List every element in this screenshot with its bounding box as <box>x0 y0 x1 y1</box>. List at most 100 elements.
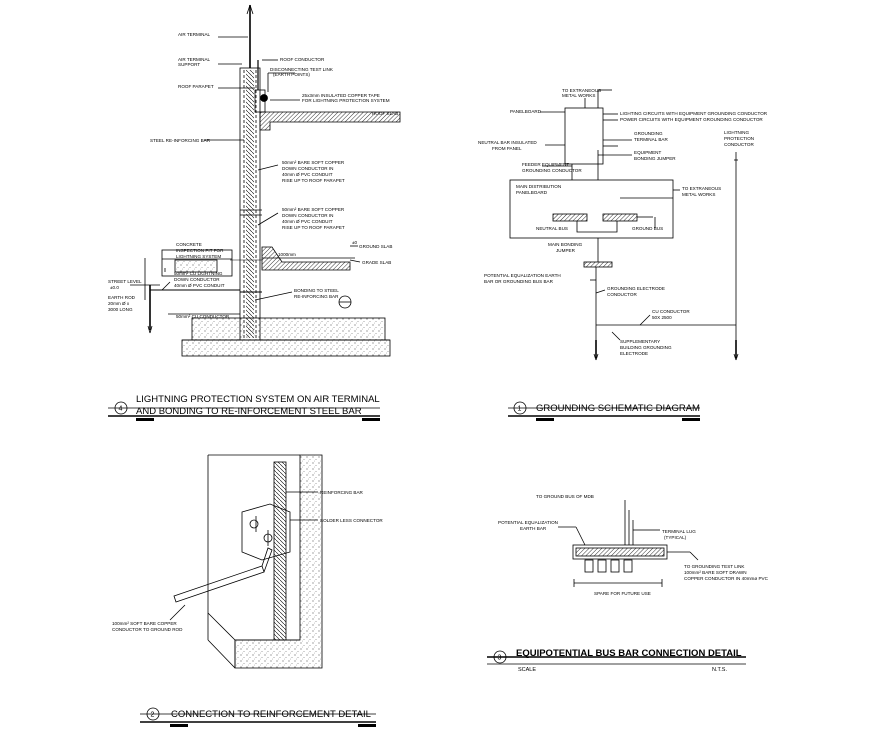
label-earth-rod: EARTH ROD <box>108 295 136 300</box>
label-feeder-equipment-2: GROUNDING CONDUCTOR <box>522 168 582 173</box>
detail-3-scale-value: N.T.S. <box>712 667 727 673</box>
label-grounding-terminal-2: TERMINAL BAR <box>634 137 668 142</box>
label-power-circuits: POWER CIRCUITS WITH EQUIPMENT GROUNDING … <box>620 117 763 122</box>
label-ground-slab: GROUND SLAB <box>359 244 392 249</box>
label-cu-conductor-2: 50X 2500 <box>652 315 672 320</box>
label-cu-conductor: CU CONDUCTOR <box>652 309 690 314</box>
label-equipment-jumper-2: BONDING JUMPER <box>634 156 676 161</box>
label-equalization-bar: POTENTIAL EQUALIZATION <box>498 520 558 525</box>
label-grade-slab: GRADE SLAB <box>362 260 391 265</box>
label-lp-conductor-3: CONDUCTOR <box>724 142 754 147</box>
label-grounding-electrode-2: CONDUCTOR <box>607 292 637 297</box>
label-copper-tape: 25x3mm INSULATED COPPER TAPE <box>302 93 380 98</box>
detail-1-title: GROUNDING SCHEMATIC DIAGRAM <box>536 403 700 414</box>
label-inspection-pit-3: LIGHTNING SYSTEM <box>176 254 221 259</box>
label-test-link-3: COPPER CONDUCTOR IN 40mmø PVC <box>684 576 769 581</box>
label-supplementary-electrode-3: ELECTRODE <box>620 351 648 356</box>
label-level-mark: ±0 <box>352 240 358 245</box>
label-grounding-electrode: GROUNDING ELECTRODE <box>607 286 665 291</box>
label-cu-conductor: 50mm² CU CONDUCTOR <box>176 314 230 319</box>
label-bare-copper-b: 50mm² BARE SOFT COPPER <box>282 207 345 212</box>
detail-1-grounding-schematic <box>509 89 739 361</box>
detail-4-number: 4 <box>119 406 123 413</box>
label-steel-bar: STEEL RE-INFORCING BAR <box>150 138 211 143</box>
label-reinforcing-bar: REINFORCING BAR <box>320 490 364 495</box>
detail-3-title: EQUIPOTENTIAL BUS BAR CONNECTION DETAIL <box>516 648 742 659</box>
label-to-extraneous-right-2: METAL WORKS <box>682 192 715 197</box>
label-to-extraneous-top-2: METAL WORKS <box>562 93 595 98</box>
label-lp-conductor-2: PROTECTION <box>724 136 754 141</box>
label-earth-rod-3: 3000 LONG <box>108 307 133 312</box>
label-main-distribution-2: PANELBOARD <box>516 190 548 195</box>
detail-3-number: 3 <box>498 655 502 662</box>
label-cu-lightning: 50mm² CU LIGHTNING <box>174 271 223 276</box>
detail-4-title-line2: AND BONDING TO RE-INFORCEMENT STEEL BAR <box>136 406 362 417</box>
panelboard-box <box>564 107 604 165</box>
label-test-link-2: (EARTH POINTS) <box>273 72 310 77</box>
main-distribution-box <box>509 179 674 239</box>
label-test-link: TO GROUNDING TEST LINK <box>684 564 745 569</box>
label-lp-conductor: LIGHTNING <box>724 130 749 135</box>
label-dimension: 1000mm <box>278 252 296 257</box>
label-to-ground-bus: TO GROUND BUS OF MDB <box>536 494 594 499</box>
label-test-link: DISCONNECTING TEST LINK <box>270 67 334 72</box>
label-cu-lightning-3: 40mm Ø PVC CONDUIT <box>174 283 225 288</box>
label-solder-less: SOLDER LESS CONNECTOR <box>320 518 383 523</box>
label-supplementary-electrode: SUPPLEMENTARY <box>620 339 660 344</box>
detail-2-connection-reinforcement <box>169 454 323 669</box>
label-air-terminal-support: AIR TERMINAL <box>178 57 211 62</box>
copper-conductor <box>173 565 265 603</box>
detail-2-title-block: 2 CONNECTION TO REINFORCEMENT DETAIL <box>140 707 376 727</box>
label-bare-copper-a: 50mm² BARE SOFT COPPER <box>282 160 345 165</box>
label-supplementary-electrode-2: BUILDING GROUNDING <box>620 345 672 350</box>
equalization-bar <box>583 261 613 268</box>
detail-4-lightning-protection <box>130 4 401 357</box>
detail-1-number: 1 <box>518 406 522 413</box>
label-bare-copper-b-2: DOWN CONDUCTOR IN <box>282 213 333 218</box>
neutral-bus-bar <box>552 213 588 222</box>
label-spare: SPARE FOR FUTURE USE <box>594 591 651 596</box>
label-roof-slab: ROOF SLAB <box>372 111 398 116</box>
label-terminal-lug-2: (TYPICAL) <box>664 535 687 540</box>
label-bare-copper-a-2: DOWN CONDUCTOR IN <box>282 166 333 171</box>
label-neutral-bus: NEUTRAL BUS <box>536 226 568 231</box>
label-equalization-bar-2: EARTH BAR <box>520 526 547 531</box>
detail-2-title: CONNECTION TO REINFORCEMENT DETAIL <box>171 709 371 720</box>
label-street-level: STREET LEVEL <box>108 279 142 284</box>
label-air-terminal: AIR TERMINAL <box>178 32 211 37</box>
label-street-level-2: ±0.0 <box>110 285 119 290</box>
detail-4-title-block: 4 LIGHTNING PROTECTION SYSTEM ON AIR TER… <box>108 394 380 421</box>
label-air-terminal-support-2: SUPPORT <box>178 62 200 67</box>
label-bare-copper-a-4: RISE UP TO ROOF PARAPET <box>282 178 345 183</box>
label-bonding-2: RE-INFORCING BAR <box>294 294 339 299</box>
label-equalization-bar-2: BAR OR GROUNDING BUS BAR <box>484 279 554 284</box>
label-roof-parapet: ROOF PARAPET <box>178 84 214 89</box>
detail-3-labels: TO GROUND BUS OF MDB POTENTIAL EQUALIZAT… <box>498 494 769 596</box>
label-grounding-terminal: GROUNDING <box>634 131 663 136</box>
ground-bus-bar <box>602 213 638 222</box>
label-bare-copper-a-3: 40mm Ø PVC CONDUIT <box>282 172 333 177</box>
label-test-link-2: 100mm² BARE SOFT DRAWN <box>684 570 747 575</box>
solder-less-connector <box>241 503 291 561</box>
label-bonding: BONDING TO STEEL <box>294 288 339 293</box>
label-bare-copper-2: CONDUCTOR TO GROUND ROD <box>112 627 183 632</box>
label-cu-lightning-2: DOWN CONDUCTOR <box>174 277 220 282</box>
label-terminal-lug: TERMINAL LUG <box>662 529 696 534</box>
label-equalization-bar: POTENTIAL EQUALIZATION EARTH <box>484 273 561 278</box>
detail-1-title-block: 1 GROUNDING SCHEMATIC DIAGRAM <box>508 401 700 421</box>
label-main-bonding-jumper-2: JUMPER <box>556 248 576 253</box>
label-earth-rod-2: 20mm Ø x <box>108 301 130 306</box>
label-panelboard: PANELBOARD <box>510 109 542 114</box>
label-bare-copper-b-3: 40mm Ø PVC CONDUIT <box>282 219 333 224</box>
label-main-bonding-jumper: MAIN BONDING <box>548 242 583 247</box>
detail-3-title-block: 3 EQUIPOTENTIAL BUS BAR CONNECTION DETAI… <box>487 648 746 673</box>
label-copper-tape-2: FOR LIGHTNING PROTECTION SYSTEM <box>302 98 390 103</box>
label-to-extraneous-top: TO EXTRANEOUS <box>562 88 601 93</box>
label-roof-conductor: ROOF CONDUCTOR <box>280 57 325 62</box>
label-main-distribution: MAIN DISTRIBUTION <box>516 184 561 189</box>
label-bare-copper: 100mm² SOFT BARE COPPER <box>112 621 177 626</box>
detail-4-labels: AIR TERMINAL AIR TERMINAL SUPPORT ROOF C… <box>108 32 398 319</box>
test-link-symbol <box>260 94 268 102</box>
label-neutral-insulated-2: FROM PANEL <box>492 146 522 151</box>
